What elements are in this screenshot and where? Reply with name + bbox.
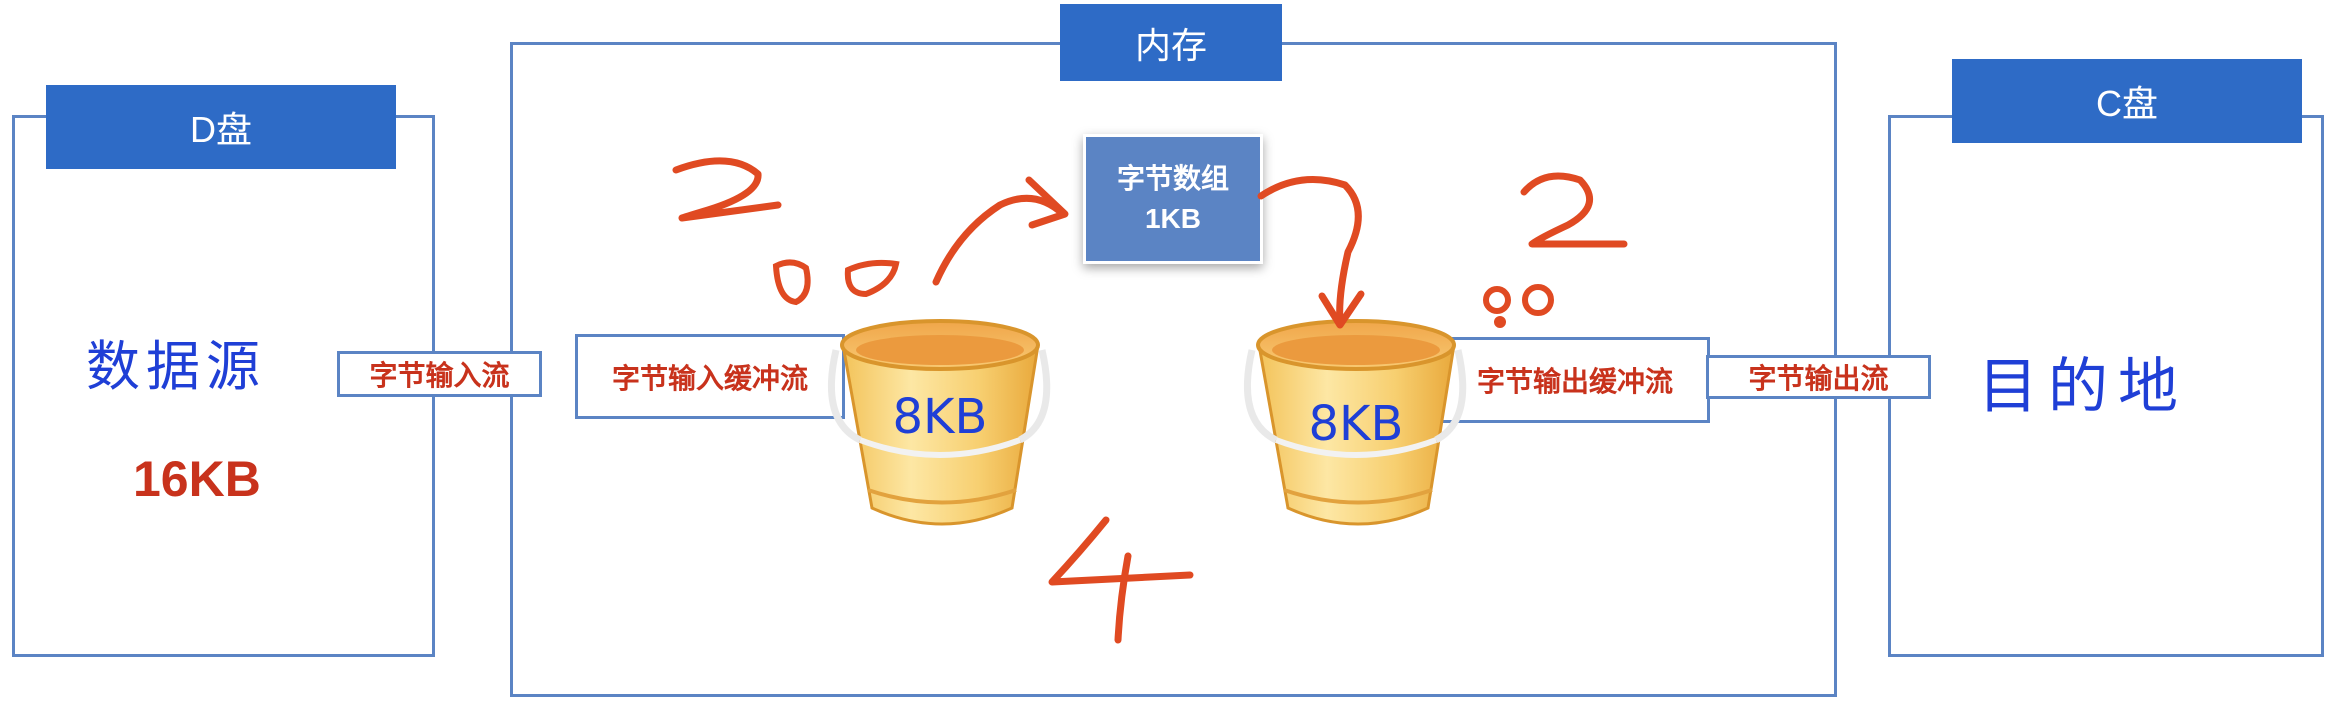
handwritten-circles-left-icon [772,259,900,306]
destination-label: 目的地 [1978,352,2188,422]
byte-array-box: 字节数组 1KB [1083,134,1263,264]
handwritten-four-icon [1048,516,1194,644]
handwritten-two-left-icon [672,157,782,222]
input-buffer-bucket-icon [827,319,1051,526]
output-buffer-bucket-icon [1243,319,1467,526]
c-disk-header: C盘 [1952,59,2302,143]
c-disk-panel [1888,115,2324,657]
input-bucket-capacity-label: 8KB [893,389,988,445]
data-source-label: 数据源 [86,335,266,398]
handwritten-two-right-icon [1520,172,1628,248]
byte-buffered-output-stream: 字节输出缓冲流 [1440,337,1710,423]
d-disk-header: D盘 [46,85,396,169]
byte-buffered-input-stream: 字节输入缓冲流 [575,334,845,419]
byte-array-label: 字节数组 [1116,163,1229,194]
output-bucket-capacity-label: 8KB [1309,396,1404,452]
data-source-size: 16KB [133,451,261,507]
byte-array-size: 1KB [1144,203,1201,234]
output-bucket-capacity-text: 8KB [1309,396,1404,452]
handwritten-circles-right-icon [1483,284,1554,328]
curved-arrow-to-output-bucket-icon [1257,176,1365,329]
byte-output-stream: 字节输出流 [1706,355,1931,399]
input-bucket-capacity-text: 8KB [893,389,988,445]
curved-arrow-to-byte-array-icon [932,176,1069,286]
memory-header: 内存 [1060,4,1282,81]
byte-input-stream: 字节输入流 [337,351,542,397]
